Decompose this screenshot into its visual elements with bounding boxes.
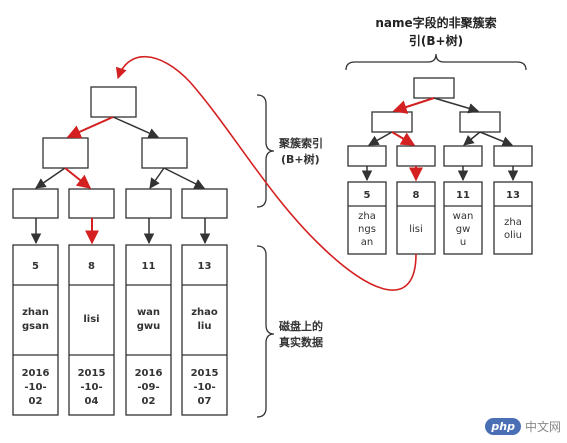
left-leaf-node-2 (68, 188, 115, 219)
left-record-3-date-1: 2016 (135, 368, 163, 379)
right-edge-internal-1-to-leaf-2 (391, 131, 416, 146)
secondary-index-brace (345, 53, 527, 71)
left-record-2-id: 8 (88, 261, 95, 272)
left-record-3-date-2: -09- (137, 382, 159, 393)
left-record-2-name-1: lisi (83, 314, 99, 325)
right-record-4: 13 zha oliu (493, 181, 533, 255)
watermark: php 中文网 (485, 418, 561, 435)
clustered-index-label-2: (B+树) (281, 152, 320, 166)
right-internal-node-1 (371, 111, 413, 133)
right-record-1-name-1: zha (358, 211, 376, 222)
right-record-3-name-3: u (460, 237, 466, 248)
right-root-node (413, 77, 455, 99)
right-record-1-name-3: an (361, 237, 373, 248)
right-record-4-name-1: zha (504, 217, 522, 228)
left-record-2: 8 lisi 2015 -10- 04 (68, 244, 115, 416)
right-edge-internal-1-to-leaf-1 (368, 131, 393, 146)
left-internal-node-2 (141, 137, 188, 169)
edge-root-to-internal-2 (112, 116, 159, 138)
right-record-1-name-2: ngs (358, 224, 376, 235)
secondary-index-title-2: 引(B+树) (409, 33, 463, 48)
clustered-index-brace (256, 94, 275, 208)
right-edge-internal-2-to-leaf-3 (463, 131, 481, 146)
watermark-text: 中文网 (524, 420, 561, 434)
edge-internal-1-to-leaf-1 (35, 167, 66, 189)
disk-data-label-2: 真实数据 (279, 335, 323, 349)
left-root-node (90, 86, 137, 118)
left-record-3-name-1: wan (137, 307, 160, 318)
left-record-1-id: 5 (32, 261, 39, 272)
right-leaf-node-2 (396, 145, 436, 167)
right-record-4-name-2: oliu (504, 230, 522, 241)
left-internal-node-1 (42, 137, 89, 169)
left-leaf-node-3 (125, 188, 172, 219)
right-edge-internal-2-to-leaf-4 (479, 131, 513, 147)
right-edge-root-to-internal-2 (433, 97, 480, 114)
left-record-1-date-1: 2016 (22, 368, 50, 379)
right-leaf-node-3 (443, 145, 483, 167)
left-record-1: 5 zhan gsan 2016 -10- 02 (12, 244, 59, 416)
right-record-3: 11 wan gw u (443, 181, 483, 255)
disk-data-label-1: 磁盘上的 (279, 319, 323, 333)
right-internal-node-2 (459, 111, 501, 133)
left-record-4-name-2: liu (198, 321, 212, 332)
right-leaf-node-4 (493, 145, 533, 167)
left-record-1-date-3: 02 (29, 396, 43, 407)
left-record-3: 11 wan gwu 2016 -09- 02 (125, 244, 172, 416)
edge-internal-2-to-leaf-3 (149, 167, 165, 189)
right-record-2: 8 lisi (396, 181, 436, 255)
left-record-4-date-2: -10- (193, 382, 215, 393)
disk-data-brace (256, 245, 275, 418)
left-record-4-id: 13 (198, 261, 212, 272)
left-record-3-name-2: gwu (137, 321, 161, 332)
left-record-3-date-3: 02 (142, 396, 156, 407)
left-record-4-date-3: 07 (198, 396, 212, 407)
php-logo: php (485, 418, 521, 435)
left-leaf-node-4 (181, 188, 228, 219)
right-edge-root-to-internal-1 (392, 97, 435, 114)
right-record-3-name-1: wan (453, 211, 474, 222)
secondary-index-title-1: name字段的非聚簇索 (375, 15, 496, 30)
edge-root-to-internal-1 (66, 116, 114, 139)
left-record-4: 13 zhao liu 2015 -10- 07 (181, 244, 228, 416)
left-record-1-name-2: gsan (22, 321, 49, 332)
left-record-1-date-2: -10- (24, 382, 46, 393)
left-record-2-date-3: 04 (85, 396, 99, 407)
lookup-back-to-root-curve (115, 55, 417, 291)
clustered-index-label-1: 聚簇索引 (278, 136, 323, 150)
right-record-4-id: 13 (506, 190, 520, 201)
edge-internal-1-to-leaf-2 (64, 167, 92, 189)
right-record-1-id: 5 (364, 190, 371, 201)
left-leaf-node-1 (12, 188, 59, 219)
right-record-1: 5 zha ngs an (347, 181, 387, 255)
right-leaf-node-1 (347, 145, 387, 167)
left-record-3-id: 11 (142, 261, 156, 272)
right-record-3-name-2: gw (456, 224, 471, 235)
left-record-1-name-1: zhan (22, 307, 49, 318)
left-record-4-date-1: 2015 (191, 368, 219, 379)
right-record-2-name-1: lisi (409, 224, 423, 235)
left-record-2-date-2: -10- (80, 382, 102, 393)
left-record-2-date-1: 2015 (78, 368, 106, 379)
left-record-4-name-1: zhao (191, 307, 218, 318)
right-record-2-id: 8 (413, 190, 420, 201)
edge-internal-2-to-leaf-4 (163, 167, 205, 189)
right-record-3-id: 11 (456, 190, 470, 201)
